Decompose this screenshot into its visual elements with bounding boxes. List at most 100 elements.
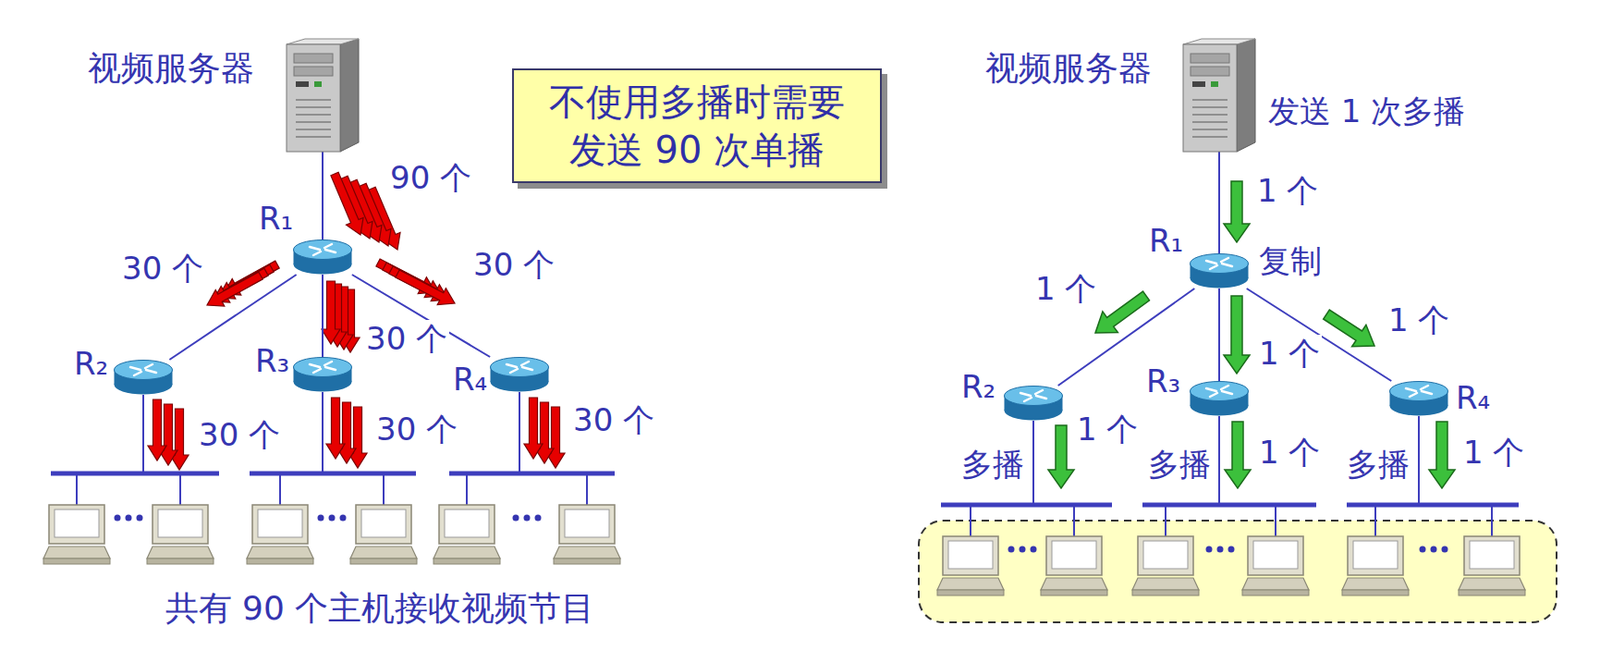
computer-base [433,546,501,559]
ellipsis-dot [1441,546,1449,553]
lan-bus [940,502,1112,508]
host-drop-line [586,473,588,505]
router-marks [130,364,157,376]
host-computer [433,504,501,564]
ellipsis-dot [1228,546,1235,553]
monitor-case [48,504,105,544]
annotation-label: 90 个 [388,158,474,197]
computer-base [1458,577,1526,590]
multicast-arrow [1429,421,1455,489]
monitor-screen [444,509,489,538]
vent-line [295,121,331,123]
multicast-arrow [1323,309,1375,347]
router-icon [1189,253,1249,289]
router-name: R₄ [1455,378,1491,417]
router-marks [1206,385,1233,397]
monitor-screen [257,509,303,538]
monitor-screen [948,540,993,569]
computer-base [1040,577,1108,590]
host-computer [43,504,110,564]
host-computer [1458,536,1526,596]
host-drop-line [1490,504,1493,537]
computer-base-front [246,558,314,564]
indicator [314,81,322,87]
router-top [1004,386,1063,406]
monitor-screen [158,509,203,538]
ellipsis-dot [1019,546,1026,553]
server-top [1183,38,1256,45]
host-computer [350,504,417,564]
annotation-label: 多播 [1344,445,1412,484]
monitor-screen [361,509,406,538]
server-top [286,38,359,45]
lan-bus [449,471,615,477]
router-lan-link [1417,415,1420,505]
host-computer [246,504,314,564]
router-name: R₂ [73,344,109,383]
router-icon [1189,380,1249,416]
annotation-label: 1 个 [1461,433,1527,472]
router-name: R₃ [1146,362,1181,401]
annotation-label: 1 个 [1255,171,1320,210]
network-link [321,274,324,357]
monitor-screen [1469,540,1515,569]
computer-base [1132,577,1199,590]
computer-base-front [1040,589,1108,596]
computer-base-front [350,558,417,564]
router: R₄ [1389,380,1449,416]
ellipsis-dot [317,514,325,522]
ellipsis-dot [1030,546,1038,553]
host-computer [146,504,214,564]
unicast-arrow [330,171,364,235]
indicator [1192,81,1206,87]
monitor-case [152,504,208,544]
ellipsis-dot [535,514,542,522]
computer-base [937,577,1004,590]
vent-line [1192,98,1228,101]
router-name: R₁ [258,199,294,238]
host-drop-line [969,504,972,537]
multicast-arrow [1223,295,1250,374]
router-top [1190,254,1249,274]
annotation-label: 30 个 [120,249,206,288]
router: R₁ [293,239,353,275]
router-name: R₃ [255,341,290,380]
ellipsis-dot [512,514,520,522]
vent-line [295,113,331,116]
monitor-screen [54,509,99,538]
computer-base-front [433,558,501,564]
unicast-arrow [524,397,543,459]
computer-base-front [937,589,1004,596]
annotation-label: 多播 [959,445,1026,484]
router-marks [309,244,336,256]
router-marks [1206,257,1233,269]
ellipsis-dot [114,514,122,522]
annotation-label: 30 个 [471,245,557,284]
router: R₃ [1189,380,1249,416]
router-lan-link [1218,415,1221,505]
computer-base-front [1242,589,1309,596]
vent-line [1192,113,1228,116]
computer-base-front [43,558,110,564]
ellipsis-dot [1419,546,1427,553]
monitor-screen [1143,540,1188,569]
server-side [1236,38,1256,152]
router-name: R₁ [1148,221,1184,260]
computer-base [553,546,621,559]
lan-bus [1346,502,1519,508]
router-icon [1003,385,1063,421]
ellipsis-dot [1206,546,1213,553]
host-computer [1040,536,1108,596]
vent-line [295,106,331,109]
host-computer [1132,536,1199,596]
router-name: R₄ [452,360,488,399]
host-drop-line [1374,504,1377,537]
ellipsis-dot [340,514,347,522]
monitor-case [942,536,999,575]
unicast-arrow [321,280,341,344]
multicast-arrow [1223,181,1250,243]
computer-base [146,546,214,559]
server-front [1183,44,1237,152]
vent-line [295,135,331,138]
